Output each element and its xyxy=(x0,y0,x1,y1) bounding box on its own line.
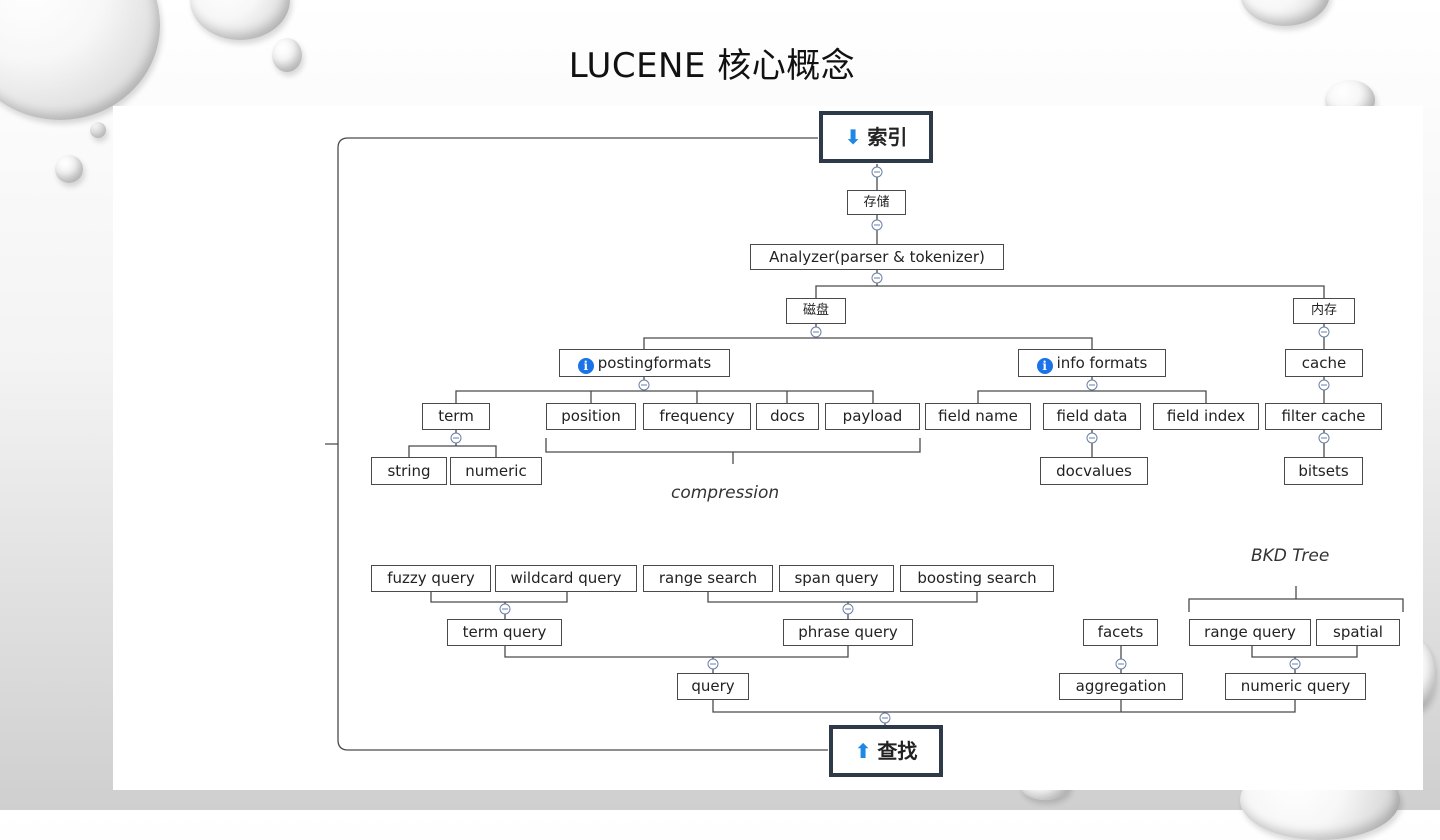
bkd-tree-note: BKD Tree xyxy=(1251,546,1330,566)
node-range-query[interactable]: range query xyxy=(1189,619,1311,646)
node-disk[interactable]: 磁盘 xyxy=(786,298,846,324)
compression-note: compression xyxy=(671,483,780,503)
node-cache[interactable]: cache xyxy=(1285,349,1363,377)
connector-lines xyxy=(325,137,1404,751)
node-query[interactable]: query xyxy=(677,673,749,700)
node-string[interactable]: string xyxy=(371,457,447,485)
node-numeric[interactable]: numeric xyxy=(450,457,542,485)
water-drop-decoration xyxy=(90,122,106,138)
node-docvalues[interactable]: docvalues xyxy=(1040,457,1148,485)
node-term[interactable]: term xyxy=(422,403,490,430)
node-boosting-search[interactable]: boosting search xyxy=(900,565,1054,592)
node-field-index[interactable]: field index xyxy=(1153,403,1259,430)
node-storage[interactable]: 存储 xyxy=(847,190,906,215)
water-drop-decoration xyxy=(1240,0,1330,26)
hub-search-label: 查找 xyxy=(877,739,918,763)
node-memory[interactable]: 内存 xyxy=(1293,298,1355,324)
node-numeric-query[interactable]: numeric query xyxy=(1225,673,1366,700)
arrow-down-icon: ⬇ xyxy=(844,125,862,149)
node-spatial[interactable]: spatial xyxy=(1316,619,1400,646)
node-field-data[interactable]: field data xyxy=(1043,403,1141,430)
node-frequency[interactable]: frequency xyxy=(643,403,751,430)
hub-search[interactable]: ⬆查找 xyxy=(829,725,943,777)
node-filter-cache[interactable]: filter cache xyxy=(1265,403,1382,430)
water-drop-decoration xyxy=(272,38,302,72)
node-position[interactable]: position xyxy=(546,403,636,430)
node-payload[interactable]: payload xyxy=(825,403,920,430)
node-analyzer[interactable]: Analyzer(parser & tokenizer) xyxy=(750,244,1004,270)
mindmap-canvas: ⬇索引 ⬆查找 存储 Analyzer(parser & tokenizer) … xyxy=(113,106,1423,790)
node-facets[interactable]: facets xyxy=(1083,619,1158,646)
arrow-up-icon: ⬆ xyxy=(854,739,872,763)
node-wildcard-query[interactable]: wildcard query xyxy=(495,565,637,592)
node-aggregation[interactable]: aggregation xyxy=(1059,673,1183,700)
slide-title: LUCENE 核心概念 xyxy=(568,46,856,86)
node-bitsets[interactable]: bitsets xyxy=(1284,457,1363,485)
node-fuzzy-query[interactable]: fuzzy query xyxy=(371,565,491,592)
node-posting-formats-label: postingformats xyxy=(597,354,712,372)
info-icon: i xyxy=(577,358,594,374)
node-phrase-query[interactable]: phrase query xyxy=(783,619,913,646)
node-span-query[interactable]: span query xyxy=(779,565,894,592)
hub-index[interactable]: ⬇索引 xyxy=(819,111,933,163)
info-icon: i xyxy=(1036,358,1053,374)
node-range-search[interactable]: range search xyxy=(643,565,773,592)
node-docs[interactable]: docs xyxy=(756,403,819,430)
water-drop-decoration xyxy=(190,0,290,40)
water-drop-decoration xyxy=(55,155,83,183)
node-field-name[interactable]: field name xyxy=(925,403,1031,430)
node-info-formats-label: info formats xyxy=(1056,354,1148,372)
node-term-query[interactable]: term query xyxy=(447,619,562,646)
hub-index-label: 索引 xyxy=(867,125,908,149)
